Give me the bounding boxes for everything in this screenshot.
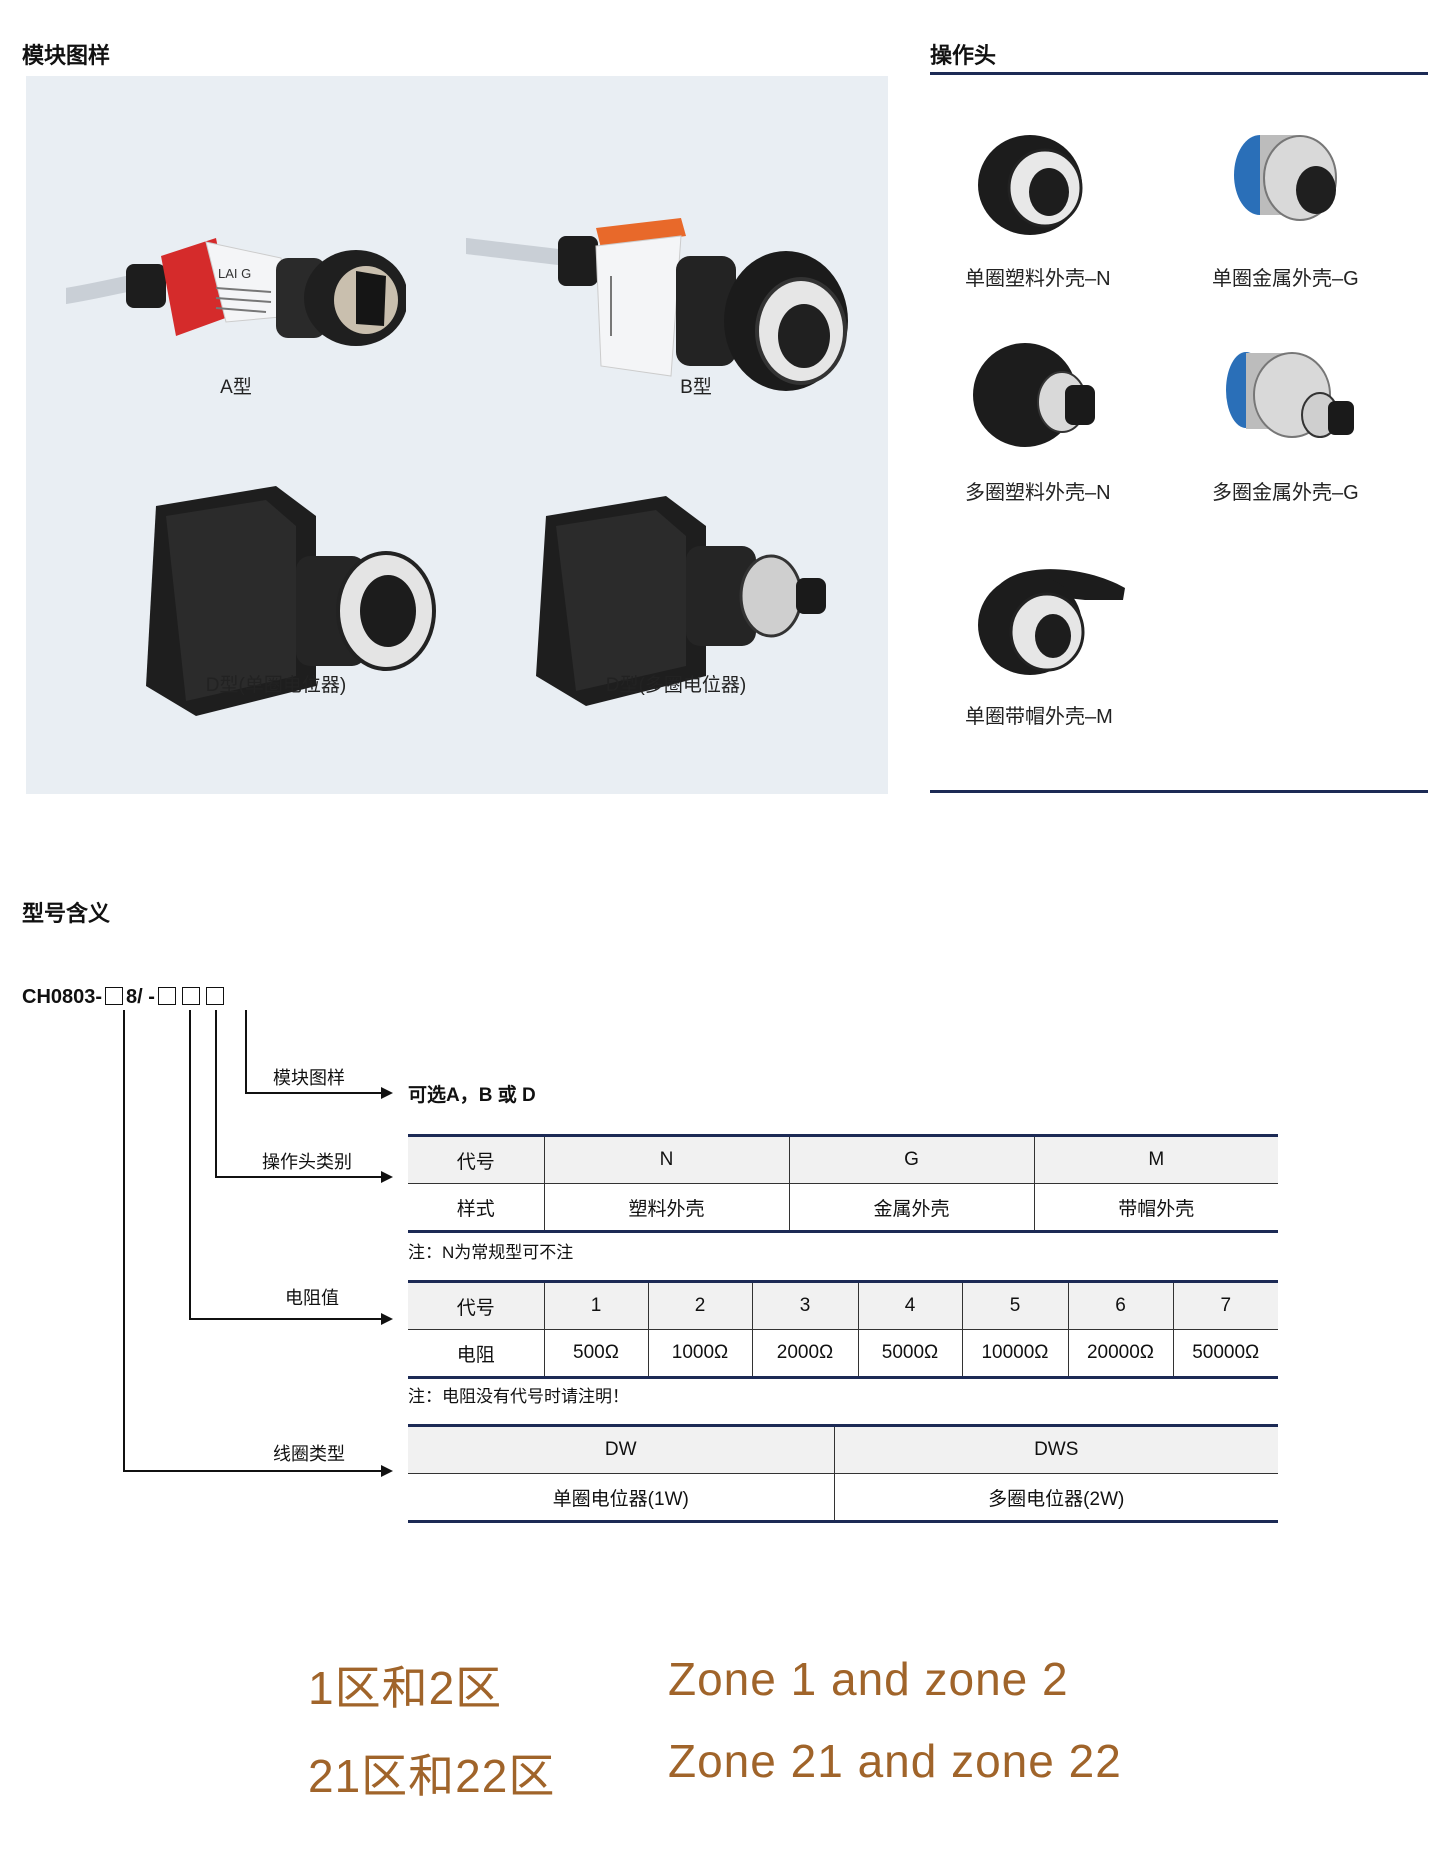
coil-table-cell: DW	[408, 1424, 834, 1474]
op-head-table: 代号 N G M 样式 塑料外壳 金属外壳 带帽外壳	[408, 1134, 1278, 1233]
coil-table-cell: DWS	[833, 1424, 1278, 1474]
model-mid: 8/ -	[126, 986, 155, 1008]
op-single-capped-image	[978, 569, 1125, 675]
coil-type-table: DW DWS 单圈电位器(1W) 多圈电位器(2W)	[408, 1424, 1278, 1523]
module-gallery: LAI G A型 B型 D型(单圈电位器) D型(多圈电位	[26, 76, 888, 794]
module-a-image: LAI G	[66, 238, 406, 346]
module-connector-vertical	[245, 1010, 247, 1094]
res-arrow	[381, 1313, 393, 1325]
res-connector-horizontal	[189, 1318, 381, 1320]
branch-module-label: 模块图样	[273, 1068, 345, 1088]
module-placeholder-box	[205, 987, 224, 1005]
res-table-cell: 5	[961, 1280, 1068, 1330]
op-table-code-header: 代号	[408, 1134, 544, 1184]
module-b-caption: B型	[680, 377, 712, 398]
op-table-cell: 塑料外壳	[543, 1183, 789, 1233]
op-table-cell: N	[543, 1134, 789, 1184]
branch-module-value: 可选A，B 或 D	[408, 1085, 536, 1106]
module-a-label-text: LAI G	[218, 266, 251, 281]
op-single-metal-image	[1234, 135, 1337, 221]
coil-arrow	[381, 1465, 393, 1477]
module-d-multi-caption: D型(多圈电位器)	[605, 675, 747, 696]
coil-connector-horizontal	[123, 1470, 381, 1472]
res-table-cell: 1000Ω	[647, 1329, 752, 1379]
op-head-placeholder-box	[181, 987, 200, 1005]
res-connector-vertical	[189, 1010, 191, 1320]
operator-head-section-title: 操作头	[930, 43, 997, 68]
op-multi-metal-caption: 多圈金属外壳–G	[1212, 482, 1359, 504]
op-table-cell: G	[788, 1134, 1034, 1184]
op-table-note: 注：N为常规型可不注	[408, 1243, 574, 1262]
op-table-cell: 金属外壳	[788, 1183, 1034, 1233]
coil-table-cell: 多圈电位器(2W)	[833, 1473, 1278, 1523]
ops-bottom-rule	[930, 790, 1428, 793]
res-table-resistance-header: 电阻	[408, 1329, 544, 1379]
module-section-title: 模块图样	[22, 43, 111, 68]
res-table-cell: 50000Ω	[1172, 1329, 1278, 1379]
module-a-caption: A型	[220, 377, 252, 398]
module-b-image	[466, 218, 848, 391]
res-table-cell: 500Ω	[543, 1329, 648, 1379]
res-table-code-header: 代号	[408, 1280, 544, 1330]
op-table-cell: M	[1033, 1134, 1278, 1184]
op-multi-plastic-caption: 多圈塑料外壳–N	[965, 482, 1111, 504]
model-code: CH0803- 8/ -	[22, 986, 227, 1009]
res-table-cell: 5000Ω	[857, 1329, 962, 1379]
op-single-metal-caption: 单圈金属外壳–G	[1212, 268, 1359, 290]
res-table-cell: 4	[857, 1280, 962, 1330]
model-meaning-title: 型号含义	[22, 901, 111, 926]
resistance-table: 代号 1 2 3 4 5 6 7 电阻 500Ω 1000Ω 2000Ω 500…	[408, 1280, 1278, 1379]
coil-table-cell: 单圈电位器(1W)	[408, 1473, 834, 1523]
op-single-capped-caption: 单圈带帽外壳–M	[965, 706, 1113, 728]
op-single-plastic-caption: 单圈塑料外壳–N	[965, 268, 1111, 290]
zone-cn-1: 1区和2区	[308, 1662, 503, 1714]
model-prefix: CH0803-	[22, 986, 103, 1008]
ops-top-rule	[930, 72, 1428, 75]
coil-connector-vertical	[123, 1010, 125, 1472]
zone-en-2: Zone 21 and zone 22	[668, 1735, 1122, 1787]
op-table-style-header: 样式	[408, 1183, 544, 1233]
branch-res-label: 电阻值	[285, 1288, 339, 1308]
module-d-multi-image	[536, 496, 826, 706]
resistance-placeholder-box	[157, 987, 176, 1005]
res-table-cell: 1	[543, 1280, 648, 1330]
module-connector-horizontal	[245, 1092, 381, 1094]
res-table-cell: 2000Ω	[751, 1329, 858, 1379]
op-table-cell: 带帽外壳	[1033, 1183, 1278, 1233]
coil-type-placeholder-box	[105, 987, 124, 1005]
res-table-cell: 3	[751, 1280, 858, 1330]
zone-cn-2: 21区和22区	[308, 1750, 556, 1802]
op-multi-metal-image	[1226, 352, 1354, 438]
branch-coil-label: 线圈类型	[273, 1444, 345, 1464]
res-table-cell: 2	[647, 1280, 752, 1330]
res-table-cell: 10000Ω	[961, 1329, 1068, 1379]
branch-op-label: 操作头类别	[262, 1152, 352, 1172]
op-connector-vertical	[215, 1010, 217, 1178]
op-connector-horizontal	[215, 1176, 381, 1178]
zone-en-1: Zone 1 and zone 2	[668, 1653, 1069, 1705]
res-table-cell: 20000Ω	[1067, 1329, 1173, 1379]
module-d-single-caption: D型(单圈电位器)	[205, 675, 347, 696]
res-table-note: 注：电阻没有代号时请注明！	[408, 1387, 629, 1406]
res-table-cell: 7	[1172, 1280, 1278, 1330]
res-table-cell: 6	[1067, 1280, 1173, 1330]
op-single-plastic-image	[978, 135, 1083, 235]
op-arrow	[381, 1171, 393, 1183]
module-arrow	[381, 1087, 393, 1099]
module-d-single-image	[146, 486, 436, 716]
op-multi-plastic-image	[973, 343, 1095, 447]
